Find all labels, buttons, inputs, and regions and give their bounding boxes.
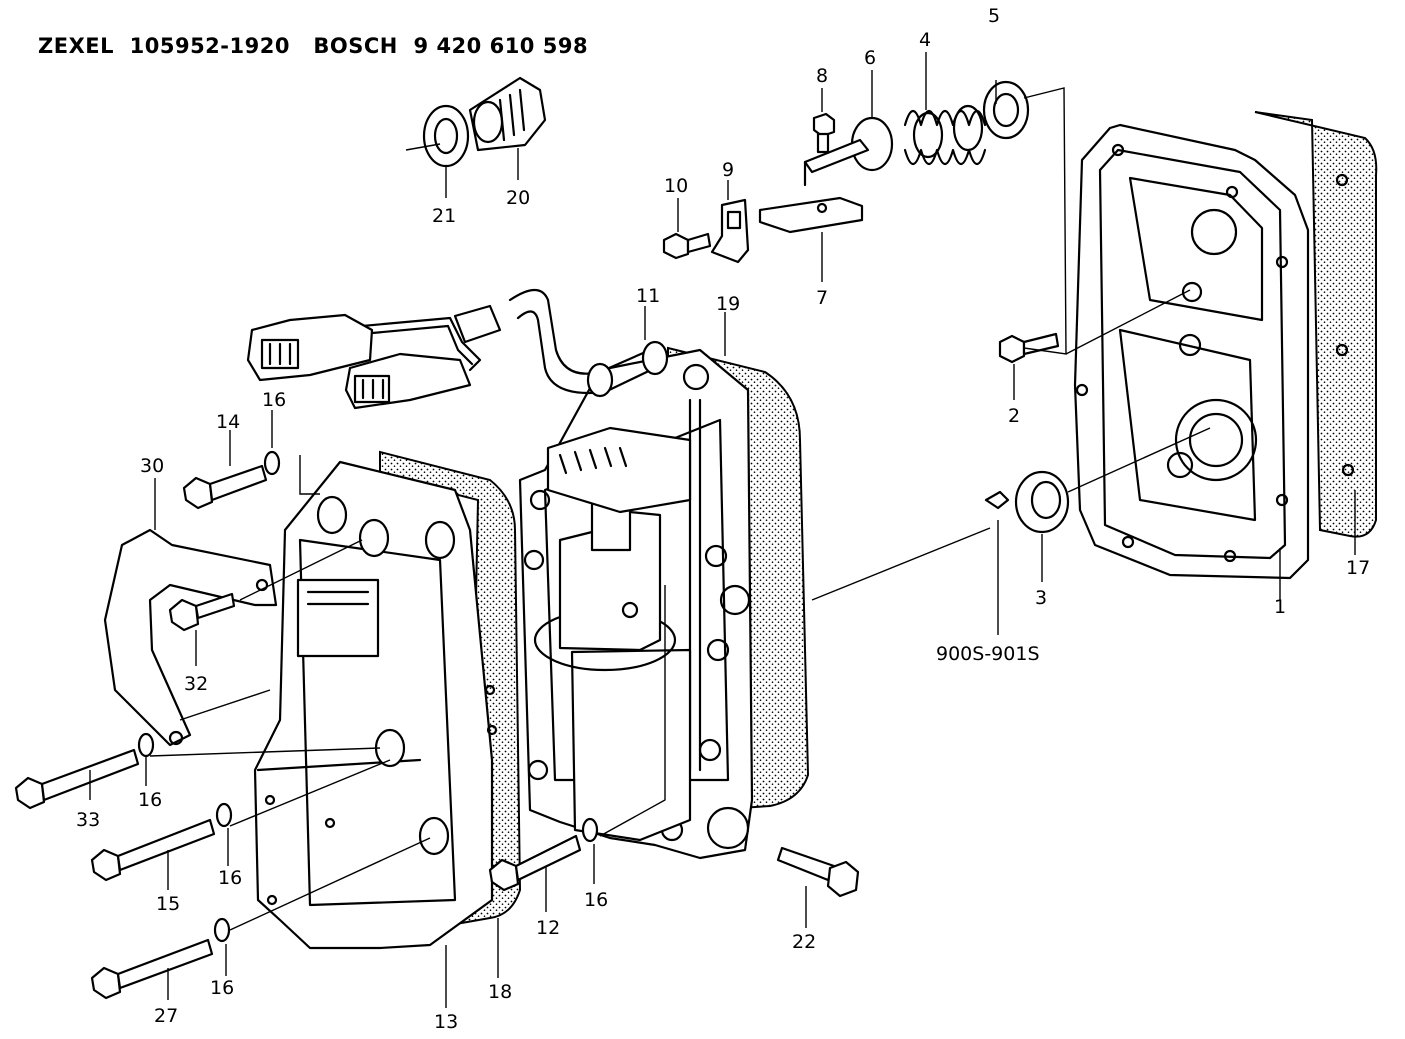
bolt-22	[706, 806, 860, 898]
callout-11: 11	[636, 285, 660, 307]
bolt-33	[14, 732, 155, 810]
callout-5: 5	[988, 5, 1000, 27]
plate-9	[710, 198, 750, 264]
callout-16-top: 16	[262, 389, 286, 411]
seal-5	[982, 80, 1030, 140]
bolt-12	[488, 817, 599, 892]
callout-16-bottom: 16	[210, 977, 234, 999]
callout-20: 20	[506, 187, 530, 209]
callout-19: 19	[716, 293, 740, 315]
wire-harness	[338, 304, 502, 372]
seal-3	[984, 470, 1070, 534]
callout-16-mid: 16	[218, 867, 242, 889]
oem-brand: BOSCH	[313, 34, 398, 58]
diagram-header: ZEXEL 105952-1920 BOSCH 9 420 610 598	[38, 34, 588, 58]
brand-label: ZEXEL	[38, 34, 114, 58]
callout-10: 10	[664, 175, 688, 197]
callout-9: 9	[722, 159, 734, 181]
callout-2: 2	[1008, 405, 1020, 427]
callout-14: 14	[216, 411, 240, 433]
callout-1: 1	[1274, 596, 1286, 618]
leader-lines	[89, 52, 1356, 1008]
callout-17: 17	[1346, 557, 1370, 579]
screw-10	[662, 232, 712, 260]
part-number: 105952-1920	[129, 34, 290, 58]
callout-4: 4	[919, 29, 931, 51]
bolt-14	[182, 450, 281, 510]
front-cover-13	[253, 460, 498, 950]
bolt-15	[90, 802, 233, 882]
callout-7: 7	[816, 287, 828, 309]
plunger-6	[803, 116, 894, 187]
callout-900s-901s: 900S-901S	[936, 643, 1040, 665]
callout-13: 13	[434, 1011, 458, 1033]
callout-15: 15	[156, 893, 180, 915]
connector-upper	[246, 313, 374, 382]
callout-16-center: 16	[584, 889, 608, 911]
callout-32: 32	[184, 673, 208, 695]
screw-8	[812, 112, 836, 154]
callout-labels: 1 2 3 4 5 6 7 8 9 10 11 12 13 14 15 16 1…	[76, 5, 1370, 1033]
callout-16-left: 16	[138, 789, 162, 811]
washer-21	[422, 104, 470, 168]
housing-1	[1073, 123, 1355, 580]
plug-20	[468, 76, 547, 152]
bracket-30	[103, 528, 278, 747]
callout-33: 33	[76, 809, 100, 831]
callout-18: 18	[488, 981, 512, 1003]
actuator-cover	[508, 288, 754, 860]
bolt-32	[168, 592, 236, 632]
oem-number: 9 420 610 598	[413, 34, 589, 58]
callout-22: 22	[792, 931, 816, 953]
callout-8: 8	[816, 65, 828, 87]
callout-27: 27	[154, 1005, 178, 1027]
callout-12: 12	[536, 917, 560, 939]
gasket-17	[1254, 111, 1378, 538]
callout-21: 21	[432, 205, 456, 227]
bracket-7	[758, 196, 864, 234]
bolt-2	[998, 332, 1060, 364]
bolt-27	[90, 917, 231, 1000]
spring-4	[903, 104, 987, 166]
callout-6: 6	[864, 47, 876, 69]
connector-lower	[344, 352, 472, 410]
callout-30: 30	[140, 455, 164, 477]
callout-3: 3	[1035, 587, 1047, 609]
